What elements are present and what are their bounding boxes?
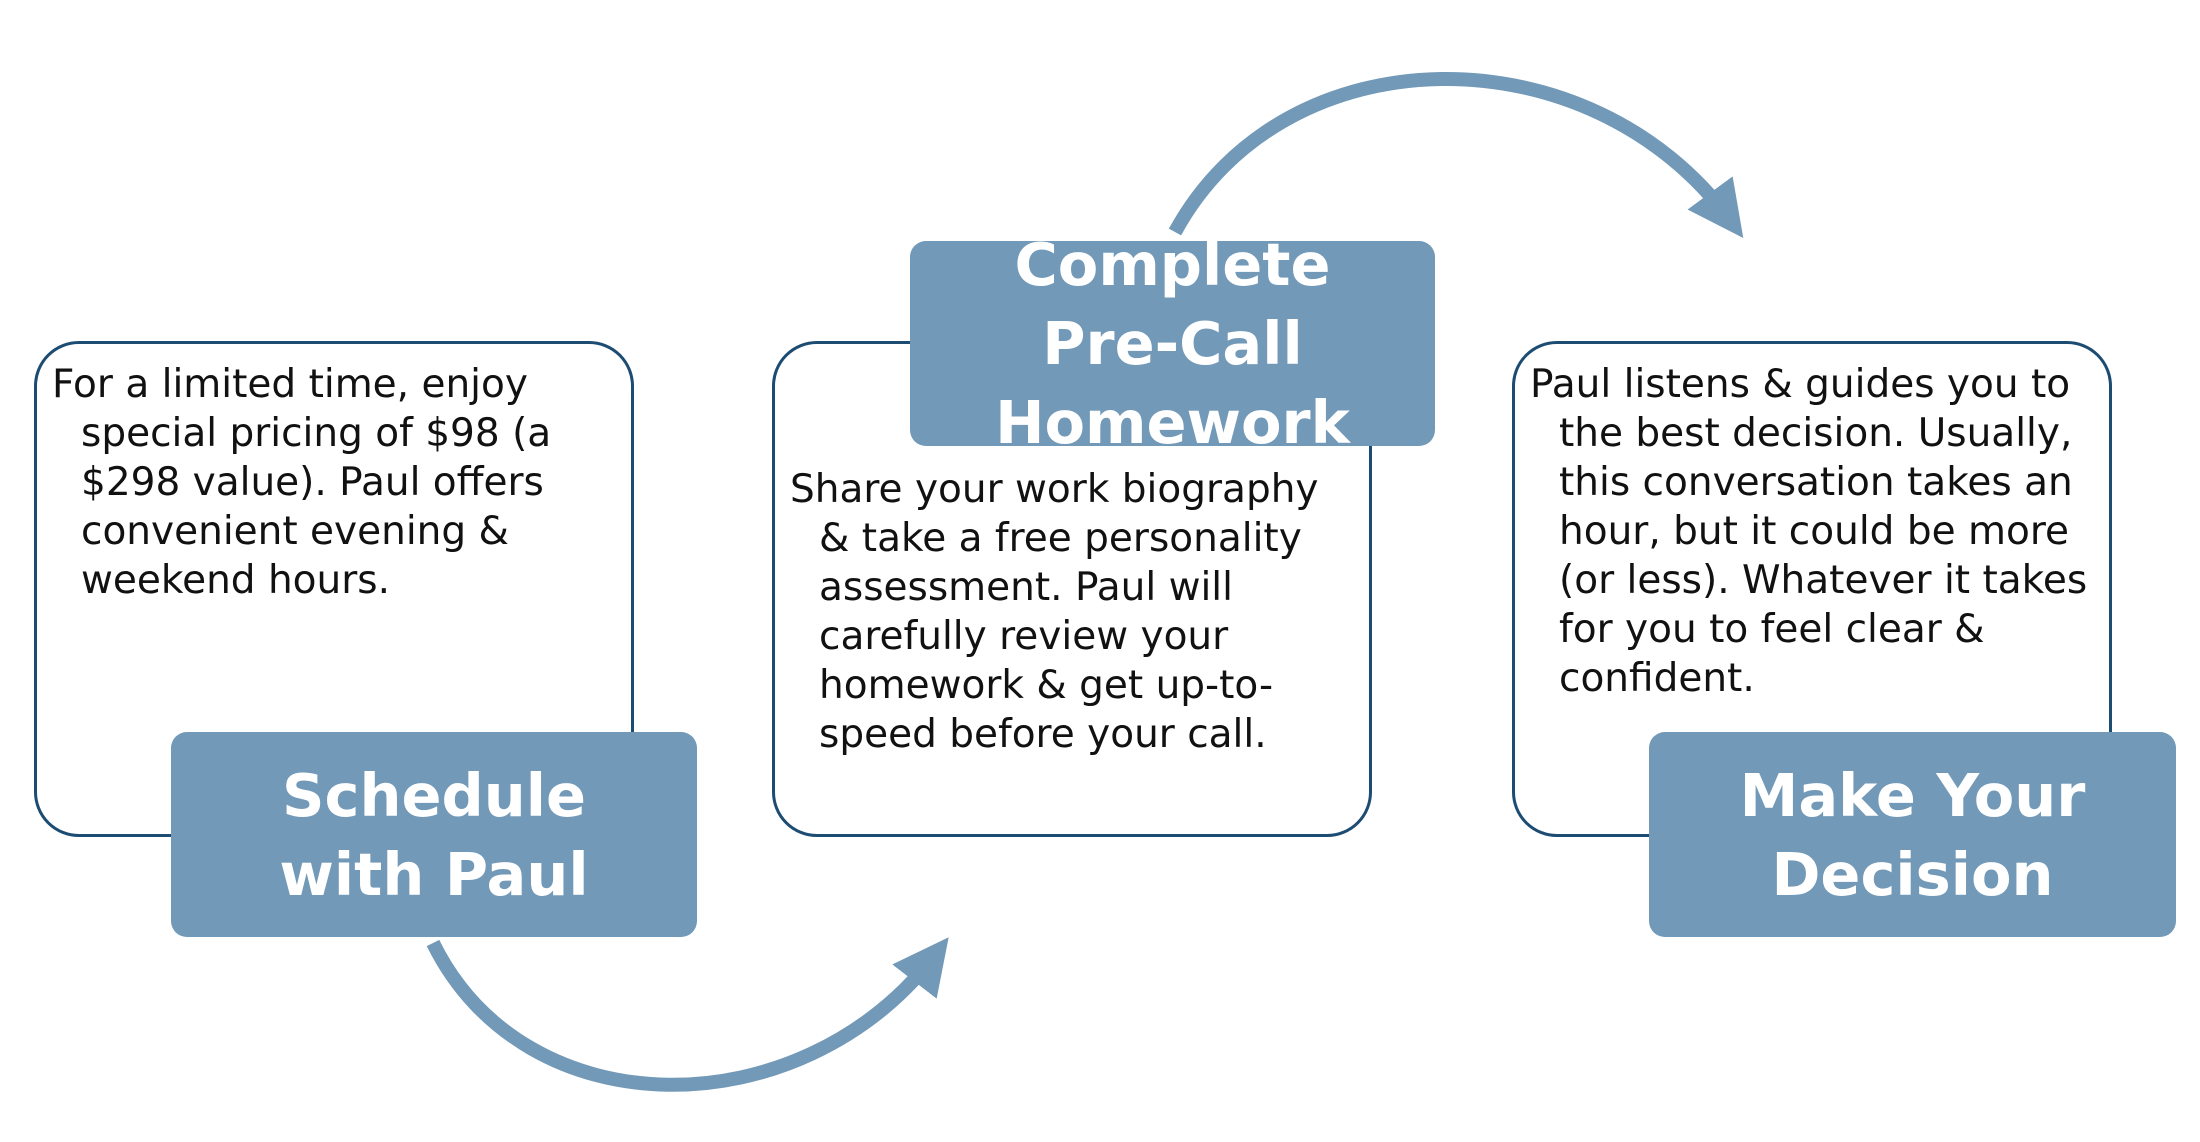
step-2-description: Share your work biography & take a free … [790,467,1319,757]
step-1-description: For a limited time, enjoy special pricin… [52,362,552,603]
step-2-title: Complete Pre-Call Homework [910,230,1435,457]
step-3-description: Paul listens & guides you to the best de… [1530,362,2088,701]
step-1-title: Schedule with Paul [171,732,697,937]
step-3-title: Make Your Decision [1649,732,2176,937]
arrow-step1-to-step2 [426,937,949,1092]
arrow-step2-to-step3 [1168,72,1744,239]
